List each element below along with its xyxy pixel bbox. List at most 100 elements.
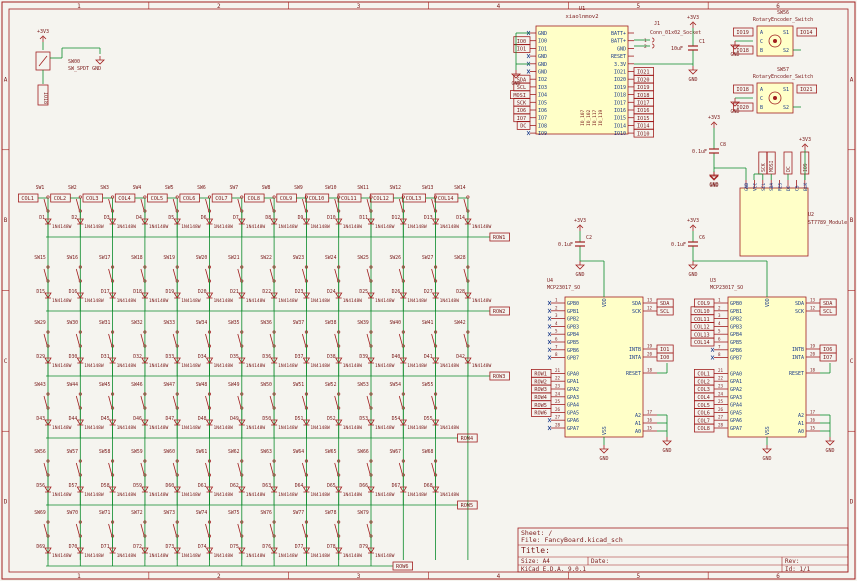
switch-lever <box>398 333 403 346</box>
tb-rev: Rev: <box>785 558 799 565</box>
switch-lever <box>140 395 145 408</box>
diode-ref: D35 <box>230 354 239 360</box>
u2-pin-name: VCC <box>752 182 758 191</box>
diode-value: 1N4148W <box>181 363 201 369</box>
diode-value: 1N4148W <box>375 224 395 230</box>
switch-lever <box>172 462 177 475</box>
switch-ref: SW23 <box>293 255 305 261</box>
key-switch <box>334 459 341 481</box>
switch-ref: SW2 <box>68 185 77 191</box>
switch-contact-icon <box>78 265 82 269</box>
diode-ref: D48 <box>198 416 207 422</box>
switch-lever <box>75 395 80 408</box>
frame-col-label: 4 <box>497 573 501 580</box>
switch-ref: SW68 <box>422 449 434 455</box>
u2-net: DC <box>786 166 792 172</box>
sw00-net: IO18 <box>42 92 48 104</box>
key-switch <box>43 459 50 481</box>
diode-icon <box>205 486 214 493</box>
switch-ref: SW46 <box>131 382 143 388</box>
diode-icon <box>44 218 52 225</box>
key-switch <box>431 459 438 481</box>
switch-ref: SW27 <box>422 255 434 261</box>
diode-icon <box>399 292 408 299</box>
diode-icon <box>464 357 472 364</box>
mcp-pin-num: 1 <box>718 298 721 303</box>
socket-icon <box>651 37 655 43</box>
mcp-pin-name: SDA <box>632 301 641 307</box>
tb-id: Id: 1/1 <box>785 566 811 573</box>
mcp-pin-name: GPA5 <box>567 410 579 416</box>
u1-net: SCK <box>517 101 527 107</box>
key-switch <box>334 265 341 287</box>
mcp-pin-num: 22 <box>718 376 724 381</box>
mcp-pin-name: GPA6 <box>730 418 742 424</box>
switch-contact-icon <box>78 520 82 524</box>
switch-contact-icon <box>175 330 179 334</box>
mcp-pin-num: 13 <box>647 298 653 303</box>
mcp-u3-net: COL1 <box>697 372 710 378</box>
mcp-pin-num: 27 <box>555 415 561 420</box>
diode-ref: D15 <box>36 289 45 295</box>
mcp-pin-name: GPB7 <box>567 356 579 362</box>
diode-icon <box>334 547 343 554</box>
u1-inner-label: IO_117 <box>592 109 598 126</box>
switch-ref: SW79 <box>357 510 369 516</box>
switch-ref: SW73 <box>163 510 175 516</box>
diode-value: 1N4148W <box>440 298 460 304</box>
sw00-value: SW_SPDT GND <box>68 66 101 72</box>
enc-net-a-box <box>733 27 754 37</box>
frame-row-label: A <box>4 76 8 83</box>
diode-icon <box>270 357 278 364</box>
diode-value: 1N4148W <box>149 492 169 498</box>
matrix-row-label: ROW3 <box>493 374 506 380</box>
switch-lever <box>43 198 48 211</box>
u1-net: IO19 <box>637 85 650 91</box>
diode-icon <box>270 419 278 426</box>
enc-net-a: IO19 <box>736 30 749 36</box>
key-switch <box>237 459 244 481</box>
switch-lever <box>269 198 274 211</box>
mcp-pin-name: SCK <box>632 309 641 315</box>
switch-lever <box>366 462 371 475</box>
switch-contact-icon <box>401 330 405 334</box>
mcp-u4-cap-gnd: GND <box>575 272 584 278</box>
switch-contact-icon <box>434 195 438 199</box>
enc-value: RotaryEncoder_Switch <box>753 74 813 80</box>
diode-icon <box>76 292 85 299</box>
switch-ref: SW15 <box>34 255 46 261</box>
diode-value: 1N4148W <box>375 298 395 304</box>
mcp-u3-net-box <box>690 337 715 347</box>
mcp-pin-num: 4 <box>555 321 558 326</box>
switch-lever <box>237 333 242 346</box>
diode-ref: D62 <box>230 483 239 489</box>
u2-gnd: GND <box>709 182 718 188</box>
key-switch <box>140 459 147 481</box>
u1-inner-label: IO_119 <box>598 109 604 126</box>
u1-net-box <box>633 128 655 138</box>
switch-contact-icon <box>143 330 147 334</box>
mcp-pin-name: GPB2 <box>730 317 742 323</box>
switch-contact-icon <box>240 392 244 396</box>
mcp-u3-net: COL5 <box>697 403 710 409</box>
key-switch <box>366 195 373 217</box>
diode-value: 1N4148W <box>117 298 137 304</box>
switch-ref: SW63 <box>260 449 272 455</box>
diode-ref: D40 <box>392 354 401 360</box>
mcp-u3-net: COL6 <box>697 411 710 417</box>
key-switch <box>237 330 244 352</box>
no-connect-icon <box>547 425 552 431</box>
key-switch <box>302 392 308 414</box>
mcp-pin-num: 13 <box>810 298 816 303</box>
u1-pin-name: RESET <box>611 54 626 60</box>
u1-net: IO15 <box>637 116 650 122</box>
diode-ref: D45 <box>101 416 110 422</box>
mcp-pin-name: SDA <box>795 301 804 307</box>
switch-ref: SW45 <box>99 382 111 388</box>
switch-ref: SW60 <box>163 449 175 455</box>
diode-value: 1N4148W <box>310 425 330 431</box>
u2-pin-name: GND <box>744 182 750 191</box>
